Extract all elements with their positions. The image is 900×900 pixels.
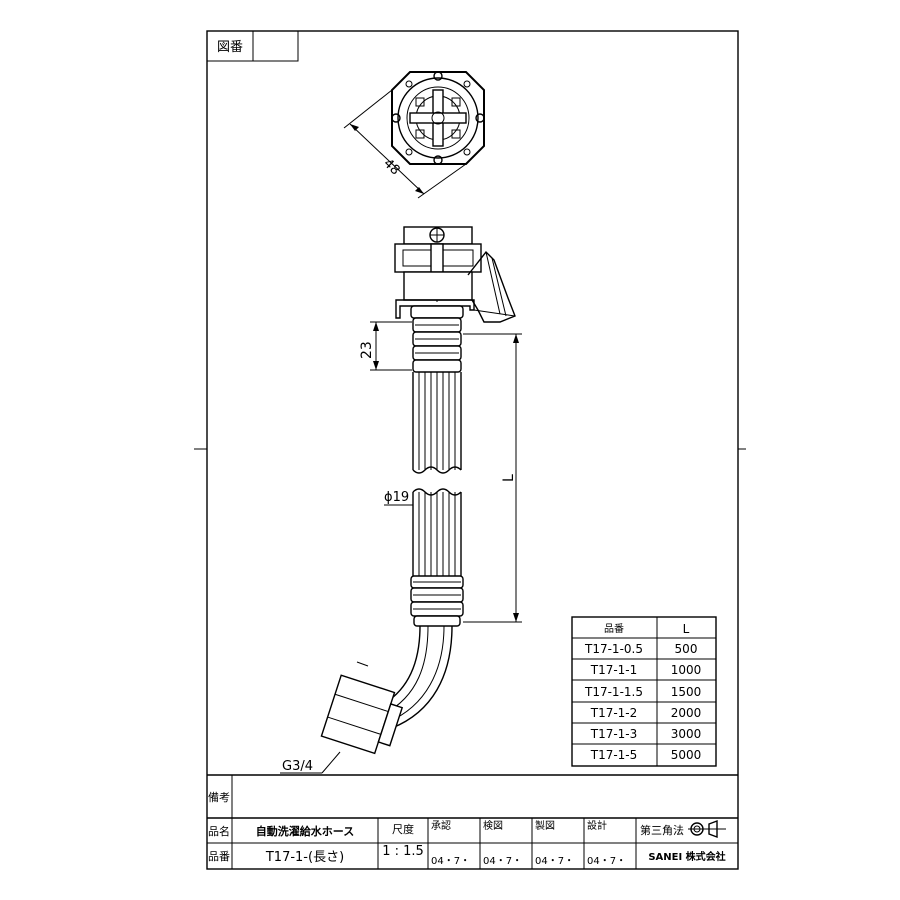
dimension-23-label: 23 bbox=[359, 341, 375, 359]
drawn-label: 製図 bbox=[535, 819, 555, 832]
table-cell-part: T17-1-2 bbox=[590, 706, 638, 720]
checked-label: 検図 bbox=[483, 819, 503, 832]
product-name: 自動洗濯給水ホース bbox=[256, 824, 354, 838]
screw-hole-right bbox=[475, 113, 485, 123]
remarks-label: 備考 bbox=[208, 791, 230, 804]
scale-label: 尺度 bbox=[392, 822, 414, 836]
table-header-length: L bbox=[683, 622, 690, 636]
table-header-part: 品番 bbox=[604, 623, 624, 635]
dimension-L-label: L bbox=[501, 474, 517, 482]
coupling-top-view bbox=[391, 71, 485, 165]
dimension-48-label: 48 bbox=[380, 156, 402, 178]
dimension-diameter: ϕ19 bbox=[384, 490, 413, 506]
screw-hole-top bbox=[433, 71, 443, 81]
screw-hole-left bbox=[391, 113, 401, 123]
table-cell-part: T17-1-1 bbox=[590, 663, 638, 677]
table-cell-length: 5000 bbox=[671, 748, 702, 762]
table-cell-part: T17-1-5 bbox=[590, 748, 638, 762]
elbow-inner bbox=[391, 625, 453, 729]
part-number: T17-1-(長さ) bbox=[265, 850, 344, 865]
designed-date: 04・7・ bbox=[587, 856, 626, 867]
hose-upper-section bbox=[412, 372, 462, 474]
dimension-L: L bbox=[463, 333, 522, 623]
part-label: 品番 bbox=[208, 850, 230, 863]
dimension-diameter-label: ϕ19 bbox=[384, 490, 409, 505]
nut-collar bbox=[377, 703, 404, 747]
table-cell-part: T17-1-3 bbox=[590, 727, 638, 741]
cross-horizontal-bar bbox=[409, 112, 467, 124]
hose-upper-bellows bbox=[410, 305, 464, 373]
hose-lower-section bbox=[412, 488, 462, 576]
thread-callout: G3/4 bbox=[280, 751, 341, 774]
coupling-ledge bbox=[395, 299, 475, 319]
table-cell-part: T17-1-1.5 bbox=[584, 685, 643, 699]
table-cell-length: 500 bbox=[675, 642, 698, 656]
name-label: 品名 bbox=[208, 824, 230, 838]
projection-label: 第三角法 bbox=[640, 823, 684, 837]
figure-number-label: 図番 bbox=[217, 40, 243, 55]
dimension-48: 48 bbox=[343, 89, 467, 199]
screw-hole-bottom bbox=[433, 155, 443, 165]
model-length-table: 品番 L T17-1-0.5 500 T17-1-1 1000 T17-1-1.… bbox=[571, 616, 717, 767]
dimension-23: 23 bbox=[359, 321, 412, 371]
checked-date: 04・7・ bbox=[483, 856, 522, 867]
hose-lower-bellows bbox=[410, 575, 464, 627]
sheet-border bbox=[206, 30, 739, 870]
designed-label: 設計 bbox=[587, 819, 607, 832]
figure-number-box: 図番 bbox=[206, 30, 299, 62]
thread-label: G3/4 bbox=[282, 759, 313, 774]
company-name: SANEI 株式会社 bbox=[648, 850, 725, 863]
scale-value: 1 : 1.5 bbox=[382, 844, 424, 859]
approved-date: 04・7・ bbox=[431, 856, 470, 867]
break-line-top bbox=[412, 466, 462, 474]
table-cell-length: 1000 bbox=[671, 663, 702, 677]
elbow-fitting bbox=[320, 625, 453, 755]
third-angle-projection-icon bbox=[688, 819, 726, 839]
title-block: 備考 品名 自動洗濯給水ホース 品番 T17-1-(長さ) 尺度 1 : 1.5… bbox=[207, 774, 738, 869]
table-cell-length: 1500 bbox=[671, 685, 702, 699]
drawn-date: 04・7・ bbox=[535, 856, 574, 867]
table-cell-length: 3000 bbox=[671, 727, 702, 741]
approved-label: 承認 bbox=[431, 819, 451, 832]
table-cell-part: T17-1-0.5 bbox=[584, 642, 643, 656]
coupling-lower-body bbox=[403, 271, 473, 301]
table-cell-length: 2000 bbox=[671, 706, 702, 720]
coupling-side-view bbox=[394, 226, 516, 323]
